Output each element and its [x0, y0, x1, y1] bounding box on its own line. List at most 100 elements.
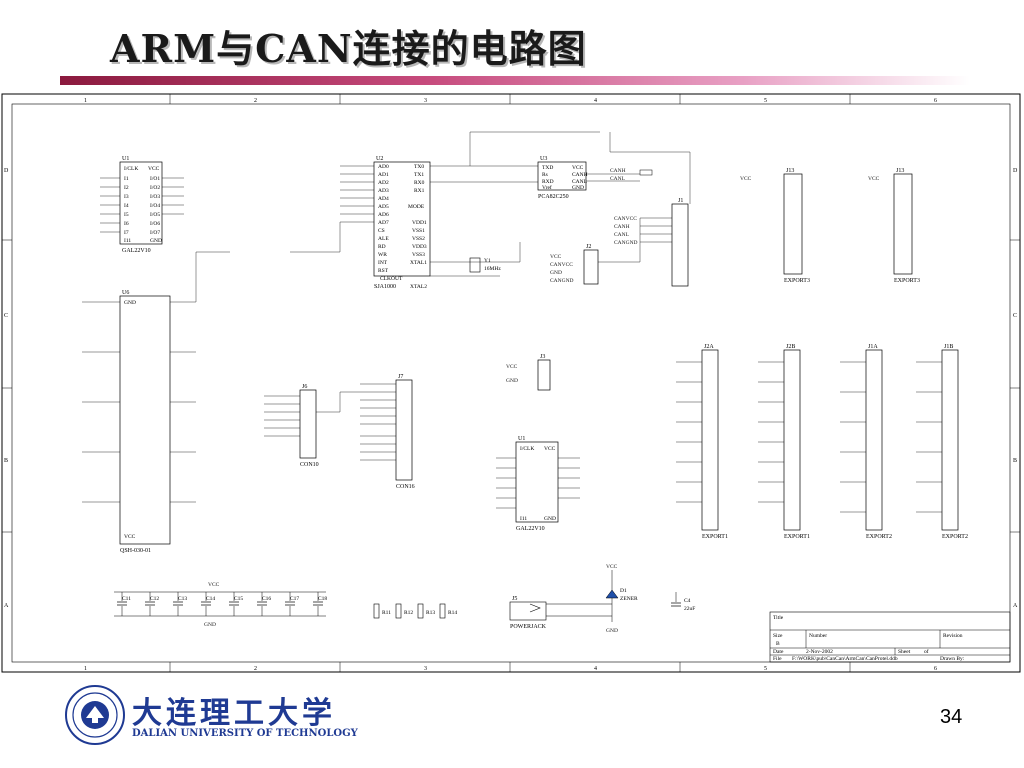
svg-text:VCC: VCC	[148, 166, 160, 172]
university-logo-icon	[65, 685, 125, 745]
svg-text:I/O4: I/O4	[150, 203, 160, 209]
zener-part: ZENER	[620, 596, 638, 602]
col-label-1-bottom: 1	[84, 666, 87, 672]
svg-text:Vref: Vref	[542, 184, 552, 191]
u3-part: PCA82C250	[538, 194, 569, 200]
cap-label-c16: C16	[262, 596, 271, 602]
crystal-ref: Y1	[484, 258, 491, 264]
svg-text:VCC: VCC	[572, 165, 584, 171]
cap-label-c13: C13	[178, 596, 187, 602]
svg-text:I/CLK: I/CLK	[520, 446, 534, 452]
caps-net-gnd: GND	[204, 622, 216, 628]
u6-gnd-pin: GND	[124, 300, 136, 306]
cap-label-c15: C15	[234, 596, 243, 602]
col-label-1: 1	[84, 98, 87, 104]
title-block: Title Size B Number Revision Date 2-Nov-…	[769, 611, 1011, 663]
svg-text:Rs: Rs	[542, 172, 548, 178]
u1-top-part: GAL22V10	[122, 248, 151, 254]
j2-net-canvcc: CANVCC	[550, 262, 573, 268]
svg-text:I4: I4	[124, 203, 129, 209]
svg-text:AD7: AD7	[378, 220, 389, 226]
header-accent-bar	[60, 76, 970, 85]
svg-text:VSS1: VSS1	[412, 228, 425, 234]
tb-number-label: Number	[809, 633, 827, 639]
j7-ref: J7	[398, 374, 403, 380]
tb-drawn-by: Drawn By:	[940, 656, 965, 662]
j2a-ref: J2A	[704, 344, 714, 350]
c4-value: 22uF	[684, 606, 695, 612]
svg-text:I11: I11	[520, 516, 527, 522]
row-label-a-right: A	[1013, 603, 1018, 609]
u3-canh-pin: CANH	[572, 172, 588, 178]
cap-label-c18: C18	[318, 596, 327, 602]
c4-ref: C4	[684, 598, 691, 604]
u2-mode-pin: MODE	[408, 204, 425, 210]
tb-date-label: Date	[773, 649, 784, 655]
svg-text:RX1: RX1	[414, 188, 425, 194]
net-canl: CANL	[610, 176, 626, 182]
svg-text:AD1: AD1	[378, 172, 389, 178]
cap-label-c11: C11	[122, 596, 131, 602]
u3-gnd-pin: GND	[572, 185, 584, 191]
export-headers: J2A EXPORT1 J2B EXPORT1 J1A EXPORT2 J1B …	[676, 344, 968, 540]
j13a-net-vcc: VCC	[740, 176, 752, 182]
pull-resistors: R11 R12 R13 R14	[373, 603, 457, 619]
power-jack-part: POWERJACK	[510, 624, 547, 630]
svg-text:WR: WR	[378, 252, 387, 258]
svg-text:I11: I11	[124, 238, 131, 244]
svg-text:I2: I2	[124, 185, 129, 191]
slide-title: ARM与CAN连接的电路图	[110, 26, 587, 71]
j1-ref: J1	[678, 198, 683, 204]
col-label-2-bottom: 2	[254, 666, 257, 672]
j13b-net-vcc: VCC	[868, 176, 880, 182]
svg-text:INT: INT	[378, 260, 388, 266]
schematic-inner-frame	[11, 103, 1011, 663]
j7-part: CON16	[396, 484, 415, 490]
j13b-part: EXPORT3	[894, 278, 920, 284]
j3-net-gnd: GND	[506, 378, 518, 384]
j2-power-connector: J2 VCC CANVCC GND CANGND	[550, 244, 599, 285]
svg-text:I/O6: I/O6	[150, 221, 160, 227]
j2-net-cangnd: CANGND	[550, 278, 574, 284]
svg-text:I/O3: I/O3	[150, 194, 160, 200]
svg-text:I/O1: I/O1	[150, 176, 160, 182]
j2-net-vcc: VCC	[550, 254, 562, 260]
tb-file-label: File	[773, 656, 782, 662]
svg-text:AD6: AD6	[378, 212, 389, 218]
u2-rx0-pin: RX0	[414, 180, 425, 186]
col-label-5: 5	[764, 98, 767, 104]
j3-small-header: J3 VCC GND	[506, 354, 551, 391]
svg-text:RXD: RXD	[542, 179, 554, 185]
tb-file-value: F:\WORK\pub\CanCan\ArmCan\CanProtel.ddb	[792, 656, 898, 662]
svg-text:VSS2: VSS2	[412, 236, 425, 242]
tb-revision-label: Revision	[943, 633, 963, 639]
tb-title-label: Title	[773, 615, 784, 621]
col-label-4-bottom: 4	[594, 666, 597, 672]
net-cangnd: CANGND	[614, 240, 638, 246]
u6-ref: U6	[122, 290, 129, 296]
col-label-6-bottom: 6	[934, 666, 937, 672]
cap-label-c17: C17	[290, 596, 299, 602]
page-number: 34	[940, 706, 963, 728]
cap-label-c14: C14	[206, 596, 215, 602]
u2-ref: U2	[376, 156, 383, 162]
svg-text:AD5: AD5	[378, 204, 389, 210]
j1-can-connector: J1 CANVCC CANH CANL CANGND	[614, 198, 689, 287]
j2a-part: EXPORT1	[702, 534, 728, 540]
zener-diode-symbol	[605, 589, 619, 599]
j1b-ref: J1B	[944, 344, 953, 350]
svg-text:I1: I1	[124, 176, 129, 182]
j6-ref: J6	[302, 384, 307, 390]
u2-xtal2-pin: XTAL2	[410, 284, 427, 290]
col-label-5-bottom: 5	[764, 666, 767, 672]
j13a-part: EXPORT3	[784, 278, 810, 284]
decoupling-capacitors: VCC GND C11 C12 C13 C14 C15 C16 C17	[114, 582, 327, 628]
net-canh: CANH	[610, 168, 626, 174]
tb-size-label: Size	[773, 633, 783, 639]
tb-sheet-of: of	[924, 648, 929, 655]
j2b-ref: J2B	[786, 344, 795, 350]
